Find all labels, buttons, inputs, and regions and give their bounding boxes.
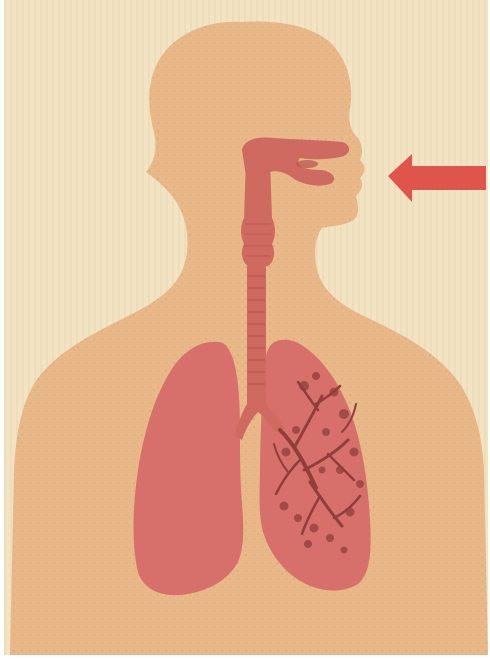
trachea [247,266,266,400]
respiratory-illustration [4,0,488,655]
tongue [296,160,318,168]
respiratory-diagram [4,0,488,655]
larynx [241,160,275,266]
